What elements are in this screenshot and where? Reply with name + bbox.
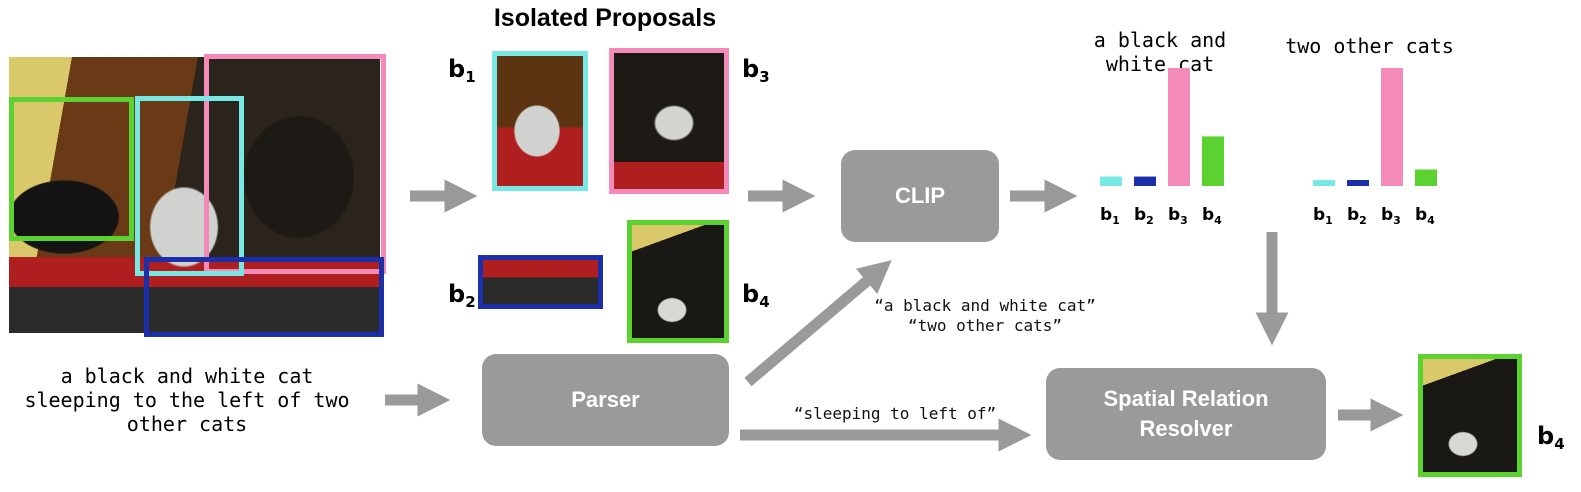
score-chart-1-title: a black and white cat: [1093, 28, 1227, 76]
score-bar-b2: [1347, 180, 1369, 186]
score-bar-b1: [1313, 180, 1335, 186]
output-label: b4: [1537, 422, 1565, 453]
score-bar-b3: [1381, 68, 1403, 186]
score-axis-label-b4: b4: [1415, 205, 1435, 227]
proposal-crop-b4: [627, 220, 729, 343]
input-image: [9, 57, 380, 333]
score-axis-label-b1: b1: [1313, 205, 1333, 227]
proposal-crop-b1: [492, 51, 588, 191]
score-chart-1-axis: b1 b2 b3 b4: [1095, 205, 1235, 229]
label-b4: b4: [742, 280, 770, 311]
score-chart-2: [1313, 68, 1437, 186]
score-axis-label-b3: b3: [1381, 205, 1401, 227]
input-box-b2: [144, 257, 384, 337]
resolver-module: Spatial Relation Resolver: [1046, 368, 1326, 460]
score-bar-b3: [1168, 68, 1190, 186]
score-axis-label-b2: b2: [1134, 205, 1154, 227]
proposal-crop-b3: [609, 48, 729, 194]
input-box-b3: [204, 54, 386, 274]
proposals-title: Isolated Proposals: [493, 4, 717, 32]
label-b1: b1: [448, 55, 476, 86]
score-chart-2-axis: b1 b2 b3 b4: [1308, 205, 1448, 229]
relation-text: “sleeping to left of”: [793, 404, 997, 423]
input-text: a black and white cat sleeping to the le…: [24, 364, 350, 436]
clip-module: CLIP: [841, 150, 999, 242]
input-box-b1: [135, 96, 244, 276]
input-box-b4: [9, 97, 134, 241]
noun-phrases-text: “a black and white cat” “two other cats”: [874, 296, 1096, 335]
score-bar-b1: [1100, 176, 1122, 186]
score-chart-1: [1100, 68, 1224, 186]
score-bar-b4: [1415, 169, 1437, 186]
score-axis-label-b4: b4: [1202, 205, 1222, 227]
score-chart-2-title: two other cats: [1285, 34, 1454, 58]
output-image: [1418, 354, 1522, 477]
score-bar-b4: [1202, 136, 1224, 186]
score-axis-label-b2: b2: [1347, 205, 1367, 227]
score-axis-label-b1: b1: [1100, 205, 1120, 227]
score-bar-b2: [1134, 176, 1156, 186]
label-b2: b2: [448, 280, 476, 311]
label-b3: b3: [742, 55, 770, 86]
proposal-crop-b2: [478, 255, 603, 309]
parser-module: Parser: [482, 354, 729, 446]
arrow-parser-to-clip: [744, 260, 892, 387]
score-axis-label-b3: b3: [1168, 205, 1188, 227]
